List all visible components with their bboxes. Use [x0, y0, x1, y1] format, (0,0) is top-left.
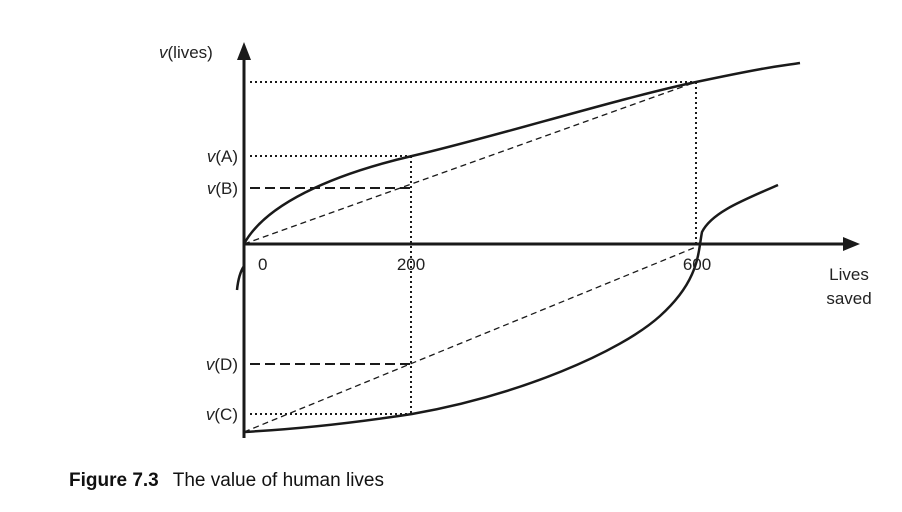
loss-value-curve — [243, 183, 779, 434]
gain-linear-reference — [243, 81, 697, 245]
gain-value-curve — [242, 61, 801, 245]
curve-fragment — [235, 265, 246, 291]
x-axis-title-line2: saved — [826, 289, 871, 308]
value-label-C: v(C) — [206, 405, 238, 424]
value-label-D: v(D) — [206, 355, 238, 374]
figure-number: Figure 7.3 — [69, 470, 159, 491]
x-tick-label-200: 200 — [397, 255, 425, 274]
x-axis-arrowhead — [843, 237, 860, 251]
value-label-B: v(B) — [207, 179, 238, 198]
y-axis-arrowhead — [237, 42, 251, 60]
x-tick-label-600: 600 — [683, 255, 711, 274]
x-axis-title-line1: Lives — [829, 265, 869, 284]
x-tick-label-0: 0 — [258, 255, 267, 274]
loss-linear-reference — [243, 246, 697, 433]
figure-caption-text: The value of human lives — [172, 470, 384, 491]
value-label-A: v(A) — [207, 147, 238, 166]
figure-caption: Figure 7.3 The value of human lives — [69, 470, 384, 492]
y-axis-title: v(lives) — [159, 43, 213, 62]
